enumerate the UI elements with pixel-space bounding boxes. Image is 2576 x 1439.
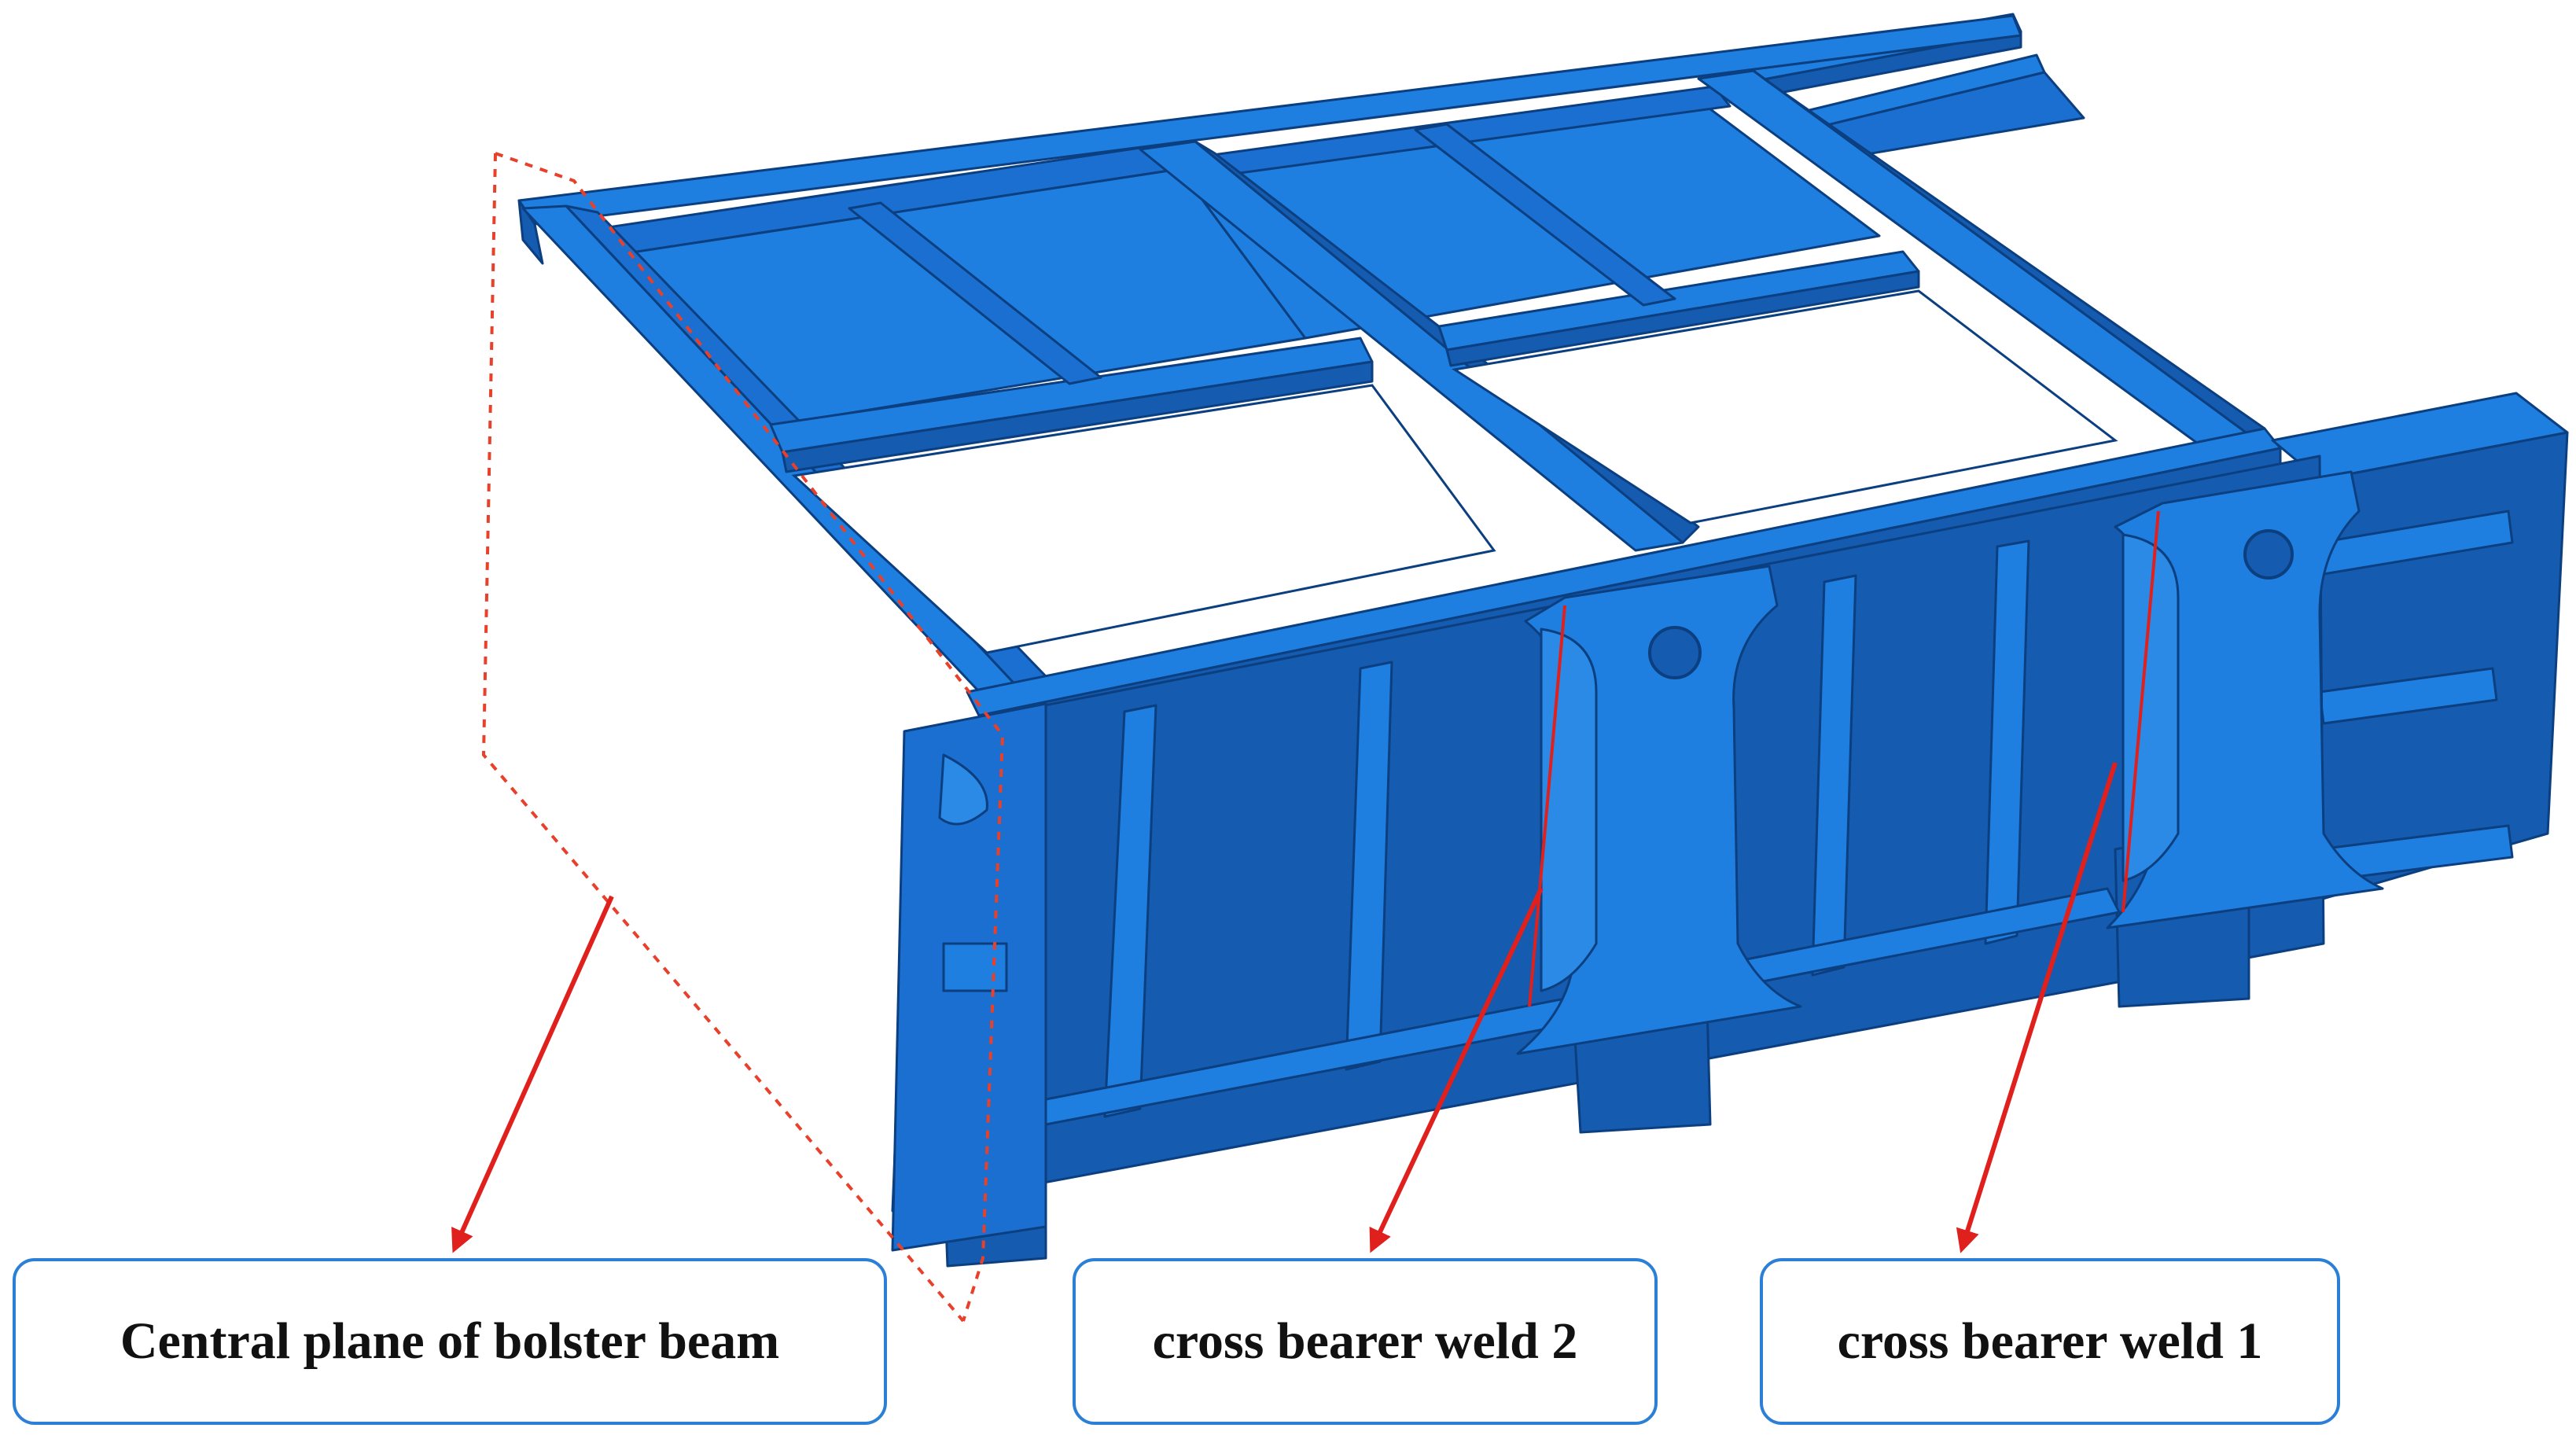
arrow-weld-2 xyxy=(1369,887,1544,1253)
label-central-plane: Central plane of bolster beam xyxy=(13,1258,887,1425)
top-frame-deck xyxy=(517,14,2266,701)
dashed-plane-outline xyxy=(481,152,1005,1323)
left-end-plate xyxy=(891,702,1047,1252)
arrow-weld-1 xyxy=(1956,762,2118,1253)
label-cross-bearer-weld-1: cross bearer weld 1 xyxy=(1760,1258,2340,1425)
cross-bearer-plates xyxy=(1516,470,2384,1055)
weld-line-2 xyxy=(1528,605,1566,1007)
red-arrows xyxy=(451,762,2118,1253)
deck-openings xyxy=(791,289,2118,654)
weld-lines xyxy=(1528,510,2160,1007)
right-bolster-extension xyxy=(2271,392,2569,906)
weld-line-1 xyxy=(2122,510,2160,913)
label-cross-bearer-weld-2: cross bearer weld 2 xyxy=(1073,1258,1658,1425)
arrow-central-plane xyxy=(451,895,614,1253)
web-stiffeners xyxy=(1036,539,2121,1126)
